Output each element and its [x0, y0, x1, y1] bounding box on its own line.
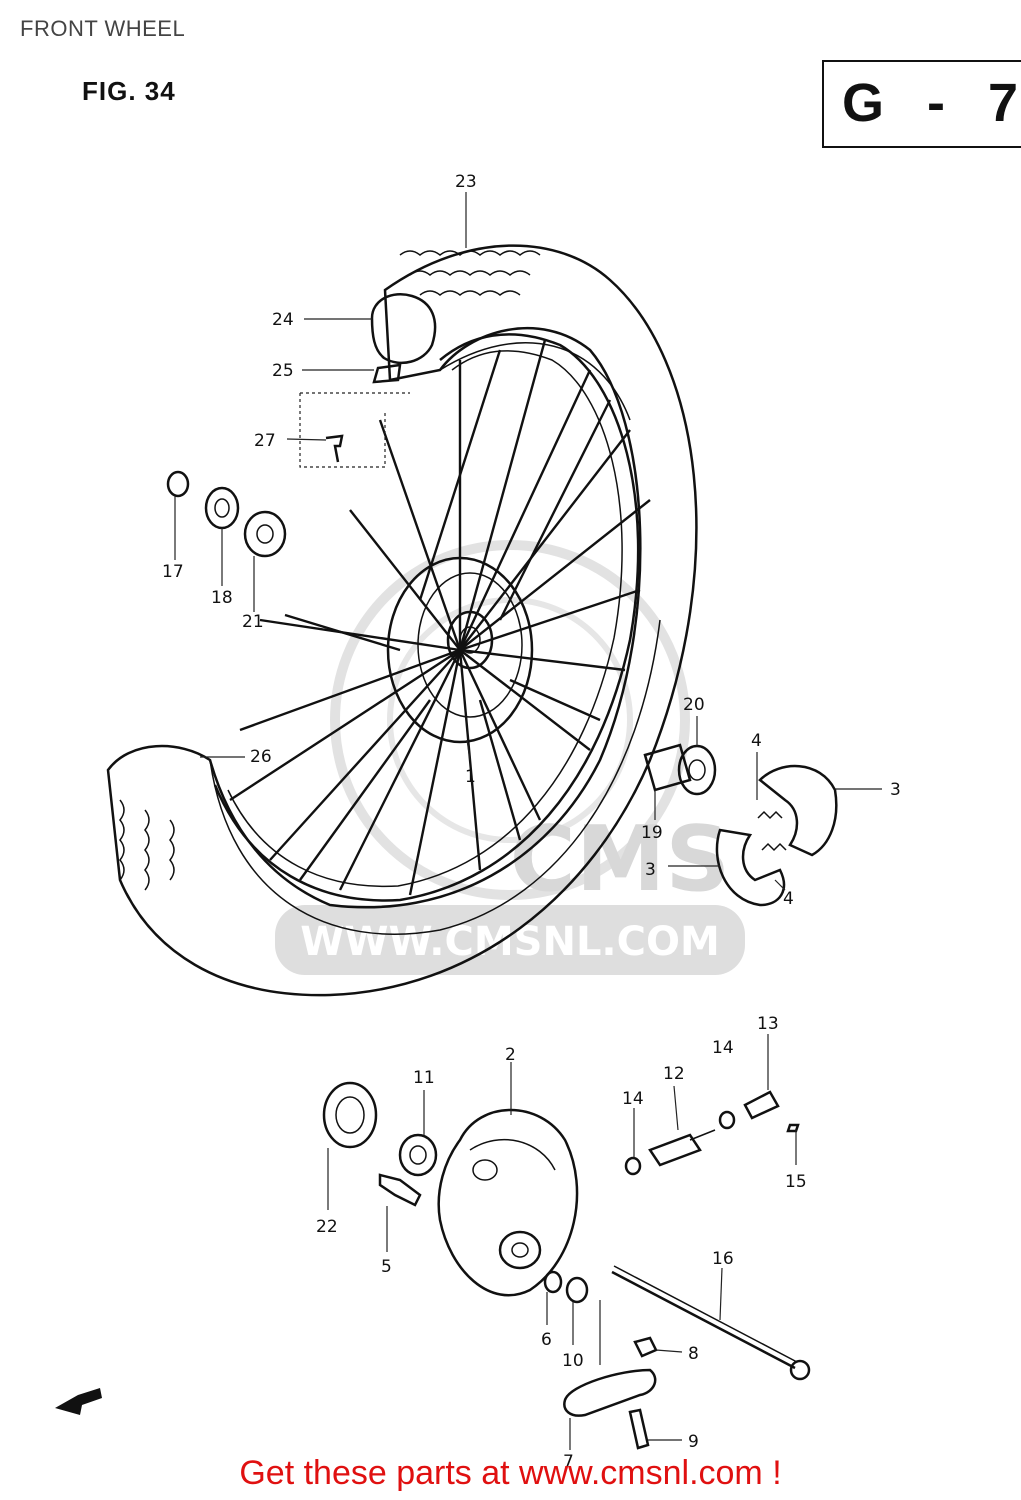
brake-panel-part-2 — [437, 1108, 579, 1297]
hub-part-1 — [386, 556, 534, 744]
watermark-logo: CMS — [510, 807, 730, 912]
callout-8: 8 — [688, 1344, 699, 1364]
callout-27: 27 — [254, 431, 276, 451]
tire-tread — [119, 250, 541, 891]
callout-13: 13 — [757, 1014, 779, 1034]
callout-18: 18 — [211, 588, 233, 608]
valve-part-27 — [325, 434, 344, 463]
speedometer-gear-part-11 — [398, 1133, 438, 1177]
page-title: FRONT WHEEL — [20, 16, 186, 41]
callout-4b: 4 — [783, 889, 794, 909]
callout-23: 23 — [455, 172, 477, 192]
front-direction-arrow-icon — [55, 1388, 102, 1415]
leader-lines — [174, 192, 882, 1450]
callout-7: 7 — [563, 1452, 574, 1472]
callout-24: 24 — [272, 310, 294, 330]
tube-part-24 — [370, 293, 437, 384]
callout-5: 5 — [381, 1257, 392, 1277]
callout-10: 10 — [562, 1351, 584, 1371]
section-code-box: G - 7 — [822, 60, 1021, 148]
oil-seal-part-22 — [322, 1081, 378, 1149]
rim-inner — [227, 350, 623, 888]
callout-2: 2 — [505, 1045, 516, 1065]
callout-labels: 23 24 25 27 17 18 21 26 1 20 19 4 3 3 4 … — [162, 172, 901, 1472]
callout-20: 20 — [683, 695, 705, 715]
callout-14a: 14 — [712, 1038, 734, 1058]
callout-1: 1 — [465, 767, 476, 787]
brake-shoes-part-3 — [715, 764, 838, 907]
callout-3a: 3 — [890, 780, 901, 800]
callout-3b: 3 — [645, 860, 656, 880]
callout-4a: 4 — [751, 731, 762, 751]
brake-arm-part-7 — [563, 1368, 657, 1450]
callout-9: 9 — [688, 1432, 699, 1452]
callout-16: 16 — [712, 1249, 734, 1269]
figure-label: FIG. 34 — [82, 76, 176, 106]
callout-17: 17 — [162, 562, 184, 582]
callout-11: 11 — [413, 1068, 435, 1088]
axle-part-16 — [611, 1265, 811, 1381]
cable-fittings — [624, 1090, 800, 1176]
section-code: G - 7 — [842, 73, 1021, 133]
callout-19: 19 — [641, 823, 663, 843]
callout-22: 22 — [316, 1217, 338, 1237]
callout-15: 15 — [785, 1172, 807, 1192]
callout-21: 21 — [242, 612, 264, 632]
tire — [106, 244, 698, 997]
callout-26: 26 — [250, 747, 272, 767]
callout-12: 12 — [663, 1064, 685, 1084]
spokes — [229, 339, 651, 896]
callout-6: 6 — [541, 1330, 552, 1350]
footer-link[interactable]: Get these parts at www.cmsnl.com ! — [239, 1454, 782, 1492]
callout-25: 25 — [272, 361, 294, 381]
cam-part-5 — [378, 1173, 422, 1207]
callout-14b: 14 — [622, 1089, 644, 1109]
watermark-url: WWW.CMSNL.COM — [300, 919, 720, 965]
watermark: CMS WWW.CMSNL.COM — [275, 540, 745, 975]
